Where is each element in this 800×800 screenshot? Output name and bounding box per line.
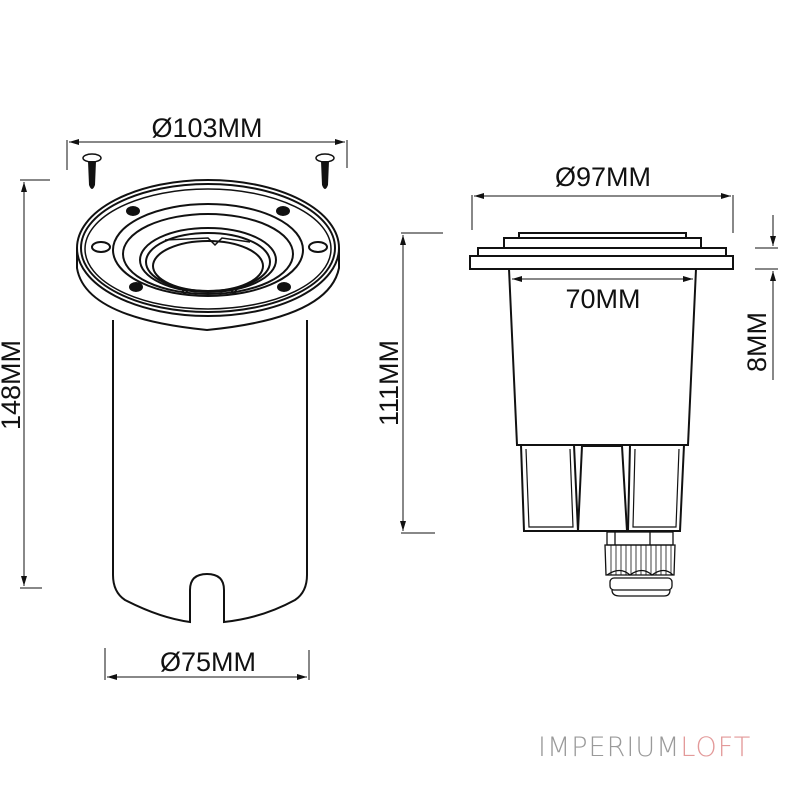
brand-part-imperium: IMPERIUM <box>538 732 681 763</box>
flange-ring <box>76 179 340 332</box>
dimension-bottom-diameter <box>104 648 310 680</box>
flange-diameter-label: Ø97MM <box>555 162 651 192</box>
screw-icon <box>315 153 335 189</box>
cable-gland <box>604 531 676 597</box>
dimension-height <box>20 179 50 589</box>
right-view: Ø97MM 70MM <box>374 162 778 597</box>
dimension-flange-diameter <box>471 193 734 233</box>
height-label: 148MM <box>0 340 26 430</box>
dimension-top-diameter <box>66 139 348 170</box>
lower-fins <box>519 444 686 532</box>
top-diameter-label: Ø103MM <box>151 113 262 143</box>
bottom-diameter-label: Ø75MM <box>160 647 256 677</box>
screw-icon <box>82 153 102 189</box>
dimension-housing-height <box>400 232 443 534</box>
body-width-label: 70MM <box>565 284 640 314</box>
flange-thickness-label: 8MM <box>742 312 772 372</box>
left-view: Ø103MM 148MM <box>0 113 348 680</box>
housing-height-label: 111MM <box>374 340 404 426</box>
dimension-flange-thickness <box>755 215 778 380</box>
tube-body <box>112 320 308 624</box>
brand-logo: IMPERIUMLOFT <box>538 732 751 763</box>
brand-part-loft: LOFT <box>680 732 752 763</box>
flange-steps <box>469 232 734 270</box>
